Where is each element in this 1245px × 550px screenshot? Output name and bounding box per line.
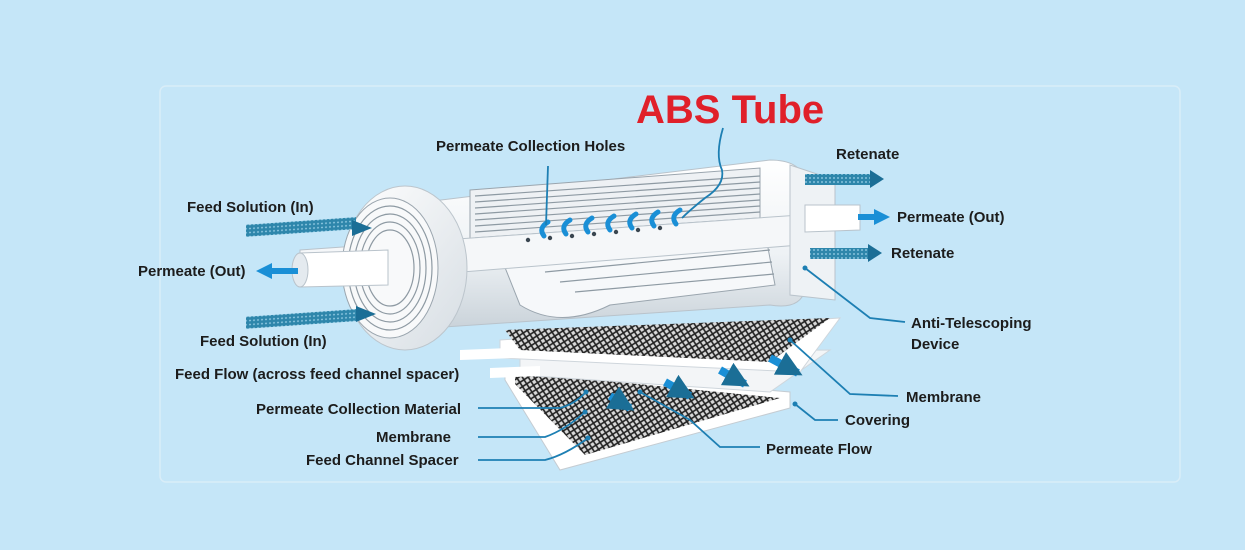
label-membrane-right: Membrane [906,389,982,406]
label-retenate-bottom: Retenate [891,245,955,262]
label-permeate-flow: Permeate Flow [766,441,872,458]
label-anti-telescoping-device-line2: Device [911,336,960,353]
abs-tube-title: ABS Tube [636,88,825,132]
label-feed-channel-spacer: Feed Channel Spacer [306,452,459,469]
flow-arrows [246,170,890,329]
label-covering: Covering [845,412,911,429]
label-permeate-collection-material: Permeate Collection Material [256,401,462,418]
label-feed-solution-in-top: Feed Solution (In) [187,199,314,216]
collection-holes [525,225,663,243]
sheet-stack [460,317,842,471]
permeate-out-left-arrow [256,263,272,279]
mesh-sheet [505,318,830,362]
leader-dots [582,265,808,441]
membrane-element [291,159,861,351]
feed-channel-spacer-sheet [515,372,780,455]
label-permeate-out-left: Permeate (Out) [138,263,246,280]
label-membrane-left: Membrane [376,429,452,446]
label-permeate-out-right: Permeate (Out) [897,209,1005,226]
label-permeate-collection-holes: Permeate Collection Holes [436,138,626,155]
frame-outline [159,85,1181,483]
leader-lines [478,127,906,461]
label-feed-solution-in-bottom: Feed Solution (In) [200,333,327,350]
label-retenate-top: Retenate [836,146,900,163]
permeate-flow-arrows [605,352,803,412]
label-feed-flow: Feed Flow (across feed channel spacer) [175,366,460,383]
label-anti-telescoping-device-line1: Anti-Telescoping [911,315,1032,332]
